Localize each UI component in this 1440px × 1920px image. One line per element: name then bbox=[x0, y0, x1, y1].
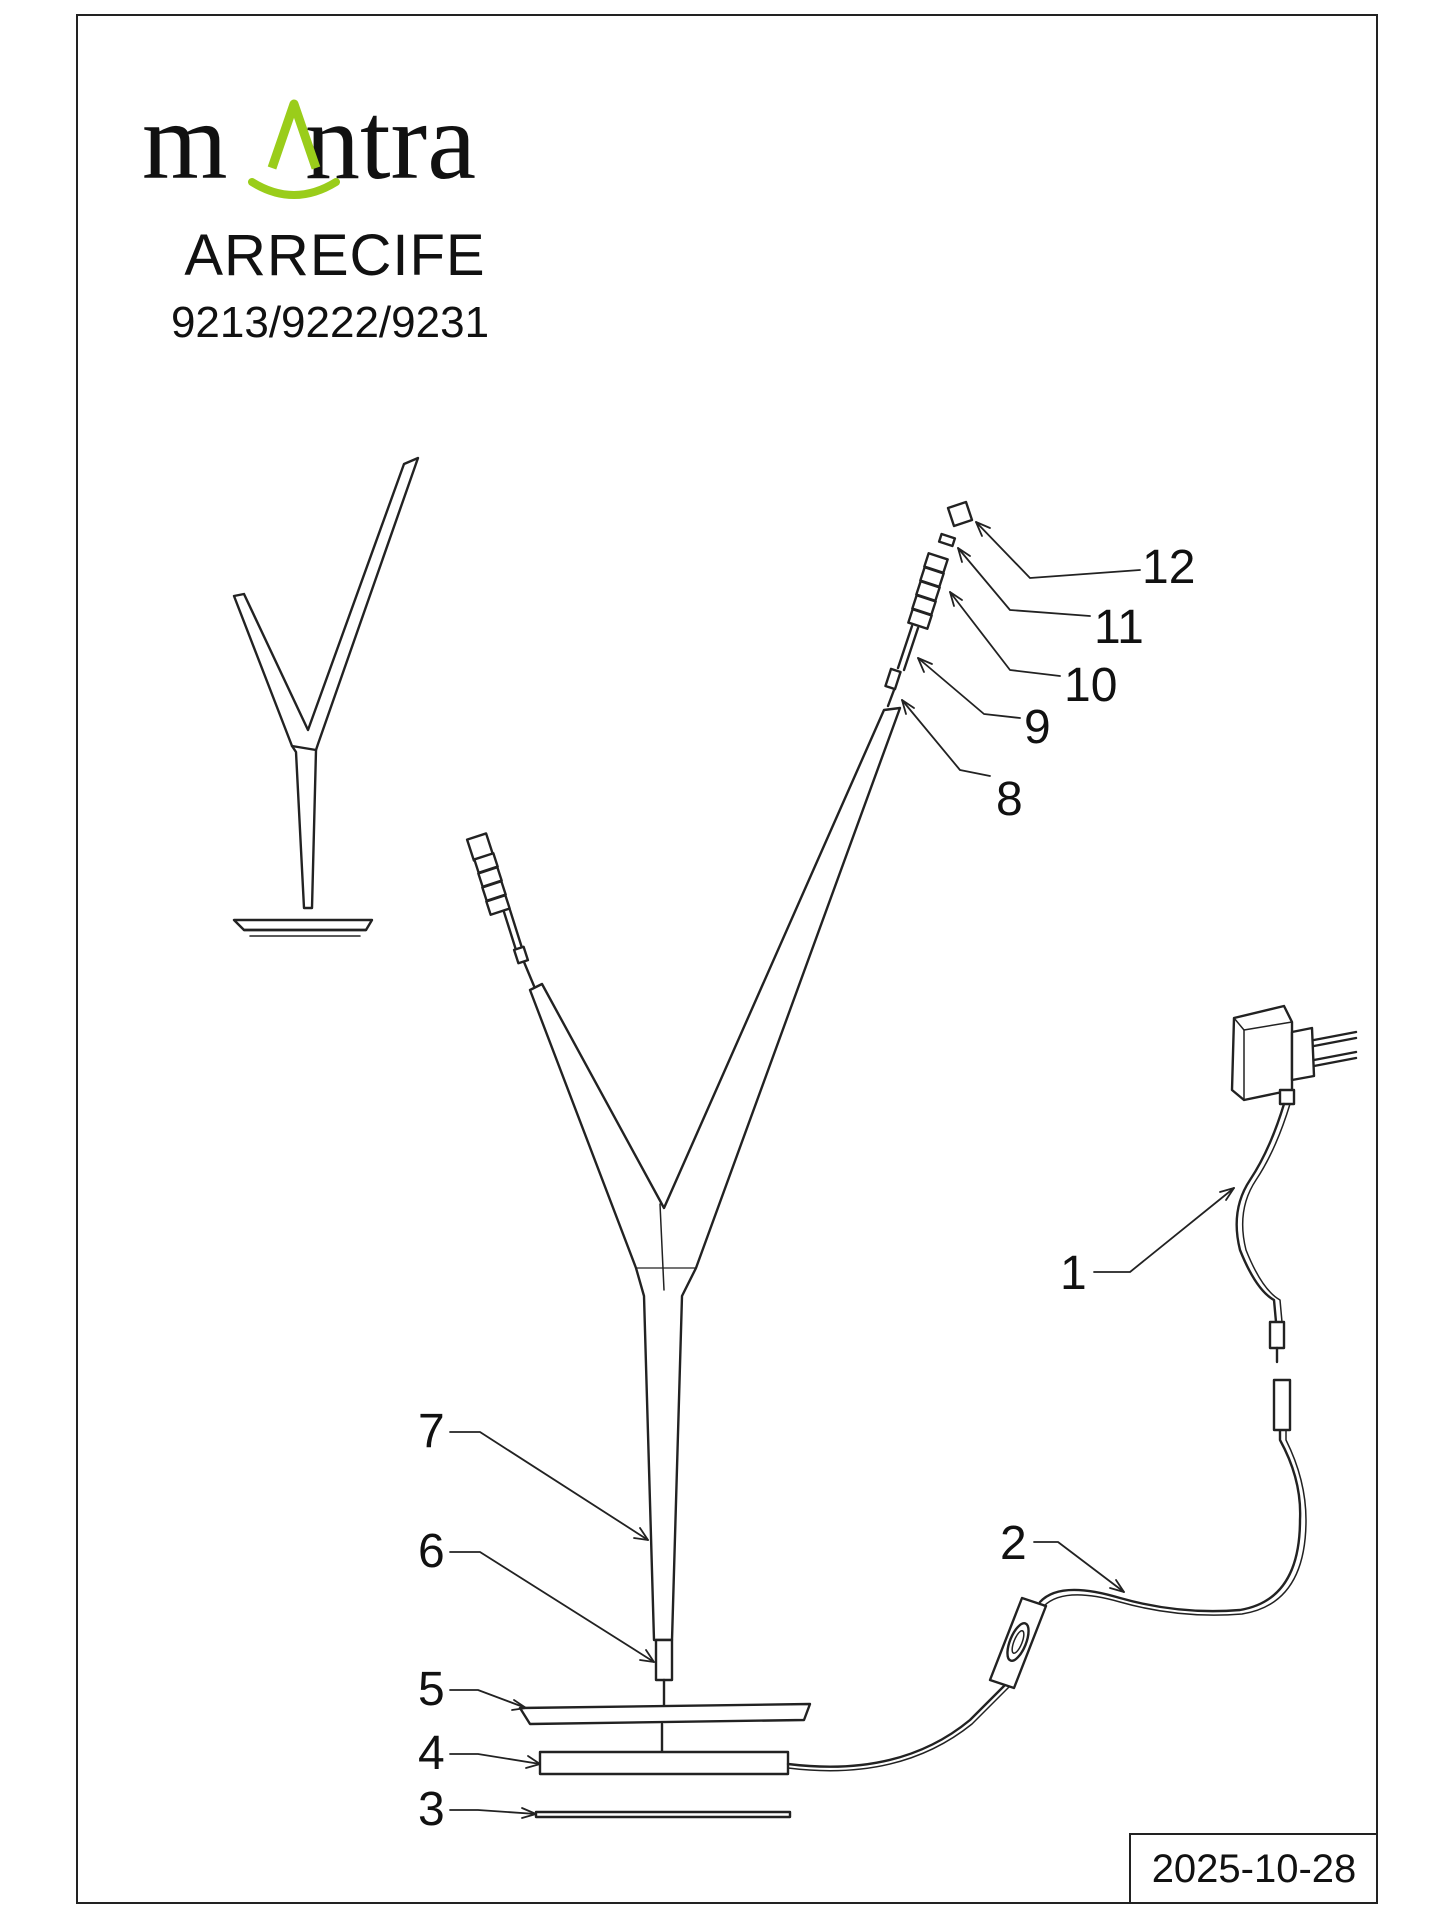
model-numbers: 9213/9222/9231 bbox=[170, 298, 490, 347]
callout-8: 8 bbox=[996, 773, 1023, 826]
callout-12: 12 bbox=[1142, 541, 1196, 594]
logo-letters-ntra: ntra bbox=[305, 80, 477, 202]
callout-7: 7 bbox=[418, 1405, 445, 1458]
logo-letter-m: m bbox=[142, 80, 228, 202]
callout-3: 3 bbox=[418, 1783, 445, 1836]
callout-11: 11 bbox=[1094, 601, 1144, 654]
callout-1: 1 bbox=[1060, 1247, 1087, 1300]
right-arm-exploded-parts bbox=[884, 500, 974, 708]
callout-9: 9 bbox=[1024, 701, 1051, 754]
part-switch-cable bbox=[786, 1678, 1012, 1768]
part-power-adapter bbox=[1230, 1004, 1358, 1364]
assembled-lamp-preview bbox=[232, 456, 420, 937]
part-base-plate bbox=[518, 1702, 812, 1726]
callout-5: 5 bbox=[418, 1663, 445, 1716]
leader-lines bbox=[449, 521, 1235, 1819]
drawing-frame bbox=[76, 14, 1378, 1904]
callout-6: 6 bbox=[418, 1525, 445, 1578]
part-bottom-cover bbox=[534, 1810, 792, 1819]
lamp-body-y-stem bbox=[528, 706, 902, 1642]
part-inline-switch bbox=[988, 1596, 1048, 1690]
product-name: ARRECIFE bbox=[184, 223, 486, 288]
callout-10: 10 bbox=[1064, 659, 1118, 712]
left-arm-led-module bbox=[465, 832, 536, 988]
part-cable-connector-female bbox=[1272, 1378, 1292, 1432]
callout-4: 4 bbox=[418, 1727, 445, 1780]
revision-date: 2025-10-28 bbox=[1129, 1833, 1377, 1903]
logo-mark bbox=[248, 99, 340, 199]
part-base-housing bbox=[538, 1750, 790, 1776]
part-connector bbox=[654, 1638, 674, 1682]
callout-2: 2 bbox=[1000, 1517, 1027, 1570]
